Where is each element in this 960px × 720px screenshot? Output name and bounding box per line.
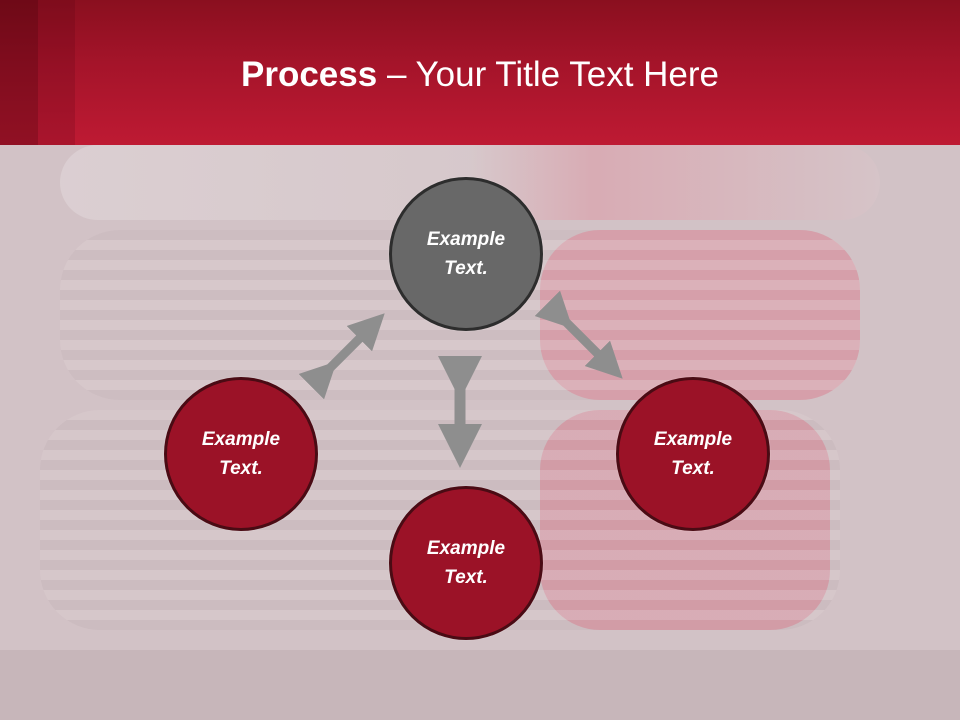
title-bar: Process – Your Title Text Here <box>0 0 960 145</box>
title-bar-accent-dark <box>0 0 38 145</box>
node-top-line2: Text. <box>444 258 488 279</box>
process-node-right[interactable]: Example Text. <box>616 377 770 531</box>
slide-title[interactable]: Process – Your Title Text Here <box>0 52 960 98</box>
node-bottom-line2: Text. <box>444 567 488 588</box>
node-left-line1: Example <box>201 429 281 450</box>
double-arrow-top-right <box>534 290 623 379</box>
node-left-line2: Text. <box>219 458 263 479</box>
node-right-line1: Example <box>653 429 733 450</box>
ground-shape <box>0 650 960 720</box>
process-node-left[interactable]: Example Text. <box>164 377 318 531</box>
title-bar-accent-light <box>38 0 75 145</box>
slide-title-rest: – Your Title Text Here <box>377 55 719 94</box>
double-arrow-top-left <box>298 313 385 400</box>
process-node-bottom[interactable]: Example Text. <box>389 486 543 640</box>
node-bottom-line1: Example <box>426 538 506 559</box>
process-node-top[interactable]: Example Text. <box>389 177 543 331</box>
node-top-line1: Example <box>426 229 506 250</box>
node-right-line2: Text. <box>671 458 715 479</box>
slide-title-bold: Process <box>241 55 378 94</box>
